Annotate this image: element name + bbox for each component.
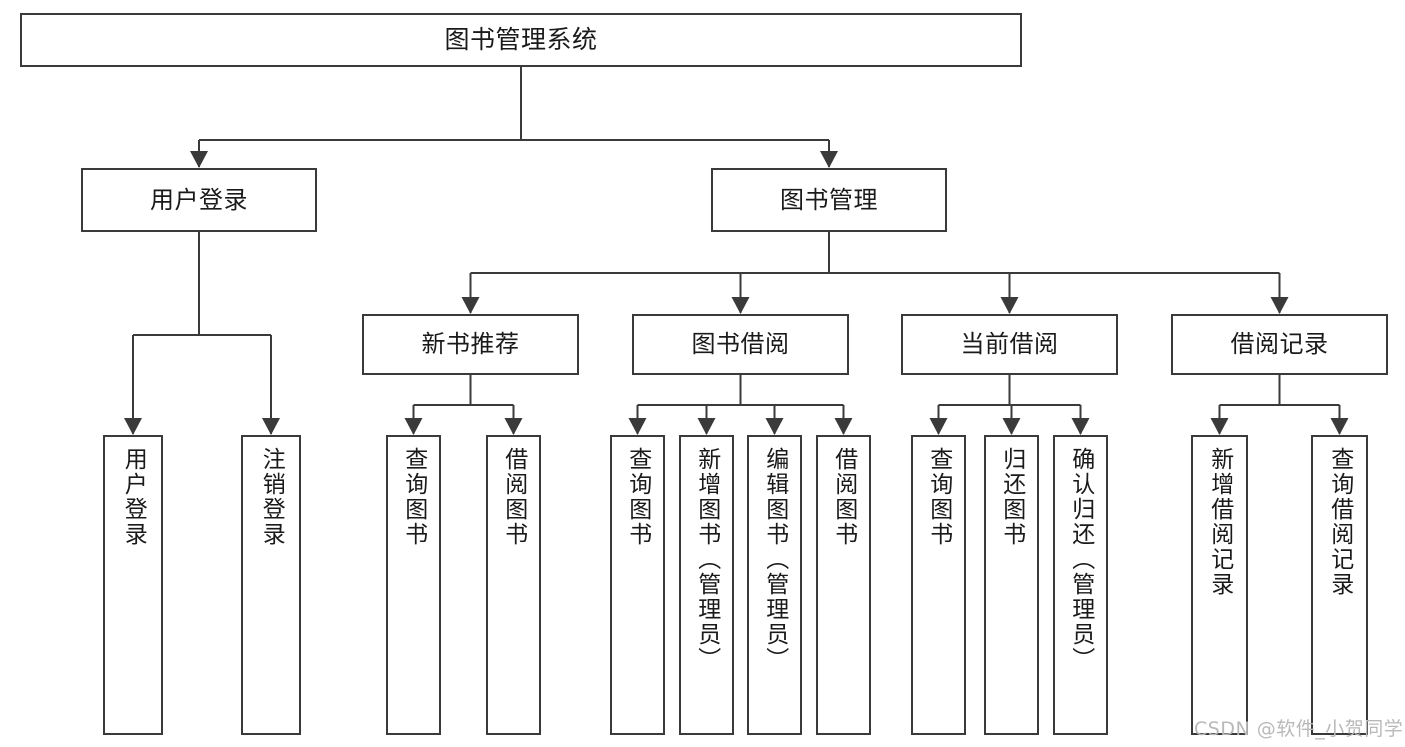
- node-label: 新增借阅记录: [1206, 447, 1233, 597]
- arrow-icon-bookmgmt-2: [1000, 297, 1019, 314]
- node-label: 借阅图书: [500, 447, 527, 547]
- node-leaf-2[interactable]: 注销登录: [241, 435, 301, 735]
- node-label: 查询图书: [624, 447, 651, 547]
- arrow-icon-borrow-2: [765, 418, 784, 435]
- arrow-icon-bookmgmt-1: [731, 297, 750, 314]
- arrow-icon-newbook-0: [404, 418, 423, 435]
- arrow-icon-records-1: [1330, 418, 1349, 435]
- node-label: 用户登录: [120, 447, 147, 547]
- arrow-icon-bookmgmt-3: [1270, 297, 1289, 314]
- watermark: CSDN @软件_小贺同学: [1194, 718, 1404, 740]
- node-label: 图书借阅: [691, 330, 790, 359]
- arrow-icon-current-1: [1002, 418, 1021, 435]
- arrow-icon-root-0: [190, 151, 208, 168]
- node-label: 查询借阅记录: [1326, 447, 1353, 597]
- node-leaf-7[interactable]: 编辑图书（管理员）: [747, 435, 802, 735]
- node-leaf-4[interactable]: 借阅图书: [486, 435, 541, 735]
- arrow-icon-root-1: [820, 151, 838, 168]
- node-leaf-11[interactable]: 确认归还（管理员）: [1053, 435, 1108, 735]
- node-root[interactable]: 图书管理系统: [20, 13, 1022, 67]
- node-label: 编辑图书（管理员）: [761, 447, 788, 672]
- node-bookmgmt[interactable]: 图书管理: [711, 168, 947, 232]
- node-leaf-5[interactable]: 查询图书: [610, 435, 665, 735]
- node-leaf-9[interactable]: 查询图书: [911, 435, 966, 735]
- node-label: 归还图书: [998, 447, 1025, 547]
- arrow-icon-records-0: [1210, 418, 1229, 435]
- node-label: 用户登录: [150, 185, 248, 214]
- arrow-icon-newbook-1: [504, 418, 523, 435]
- node-records[interactable]: 借阅记录: [1171, 314, 1388, 375]
- arrow-icon-current-0: [929, 418, 948, 435]
- node-leaf-12[interactable]: 新增借阅记录: [1191, 435, 1248, 735]
- node-leaf-6[interactable]: 新增图书（管理员）: [679, 435, 734, 735]
- node-label: 查询图书: [925, 447, 952, 547]
- arrow-icon-borrow-3: [834, 418, 853, 435]
- node-label: 图书管理: [780, 185, 878, 214]
- node-current[interactable]: 当前借阅: [901, 314, 1118, 375]
- node-newbook[interactable]: 新书推荐: [362, 314, 579, 375]
- node-label: 确认归还（管理员）: [1067, 447, 1094, 672]
- arrow-icon-bookmgmt-0: [461, 297, 480, 314]
- node-leaf-13[interactable]: 查询借阅记录: [1311, 435, 1368, 735]
- node-label: 图书管理系统: [444, 25, 598, 54]
- node-label: 注销登录: [258, 447, 285, 547]
- arrow-icon-borrow-1: [697, 418, 716, 435]
- arrow-icon-borrow-0: [628, 418, 647, 435]
- node-label: 借阅图书: [830, 447, 857, 547]
- node-leaf-10[interactable]: 归还图书: [984, 435, 1039, 735]
- node-label: 当前借阅: [960, 330, 1059, 359]
- node-borrow[interactable]: 图书借阅: [632, 314, 849, 375]
- node-label: 查询图书: [400, 447, 427, 547]
- arrow-icon-login-0: [124, 418, 142, 435]
- node-label: 新增图书（管理员）: [693, 447, 720, 672]
- node-leaf-8[interactable]: 借阅图书: [816, 435, 871, 735]
- node-label: 借阅记录: [1230, 330, 1329, 359]
- node-leaf-1[interactable]: 用户登录: [103, 435, 163, 735]
- arrow-icon-login-1: [262, 418, 280, 435]
- node-leaf-3[interactable]: 查询图书: [386, 435, 441, 735]
- node-label: 新书推荐: [421, 330, 520, 359]
- node-login[interactable]: 用户登录: [81, 168, 317, 232]
- arrow-icon-current-2: [1071, 418, 1090, 435]
